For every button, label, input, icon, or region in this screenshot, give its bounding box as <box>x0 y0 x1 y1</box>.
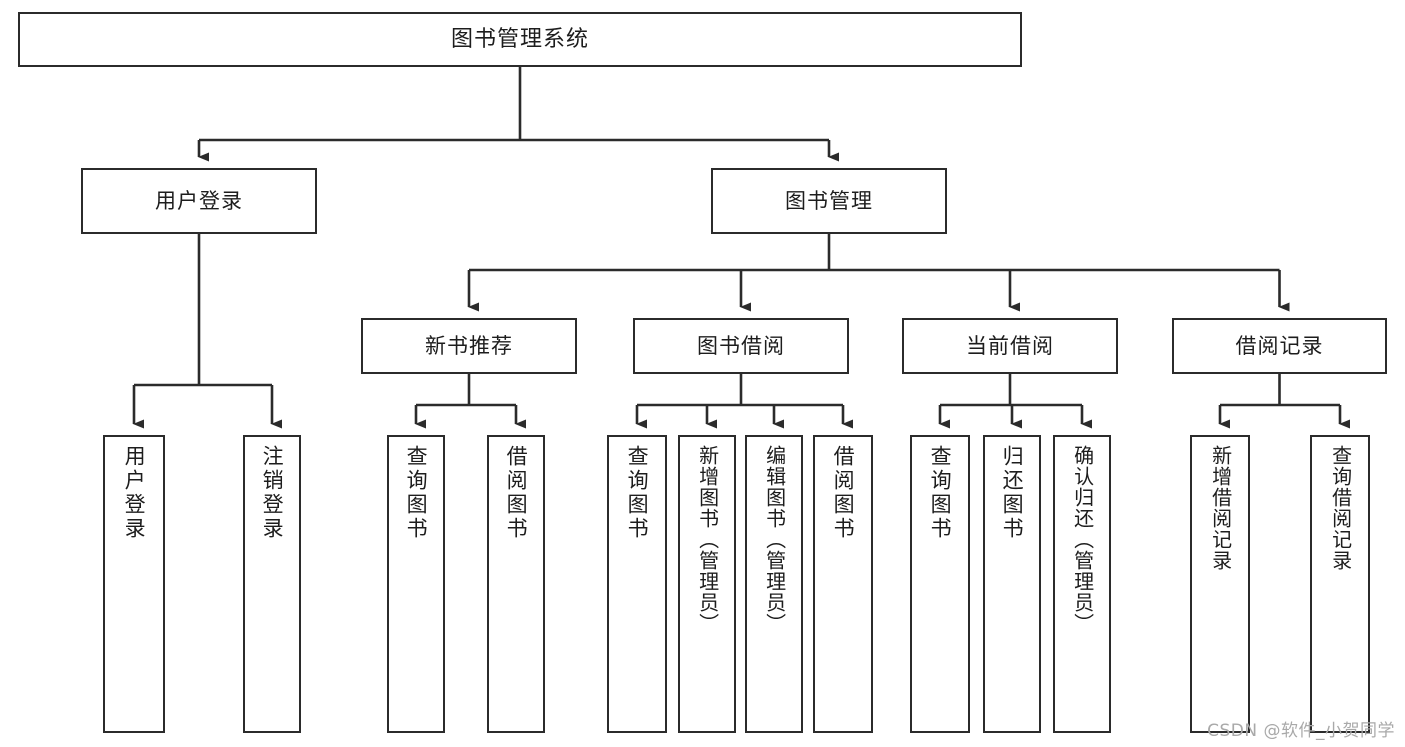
node-leaf-query-book-1[interactable]: 查询图书 <box>387 435 445 733</box>
node-leaf-add-book[interactable]: 新增图书（管理员） <box>678 435 736 733</box>
node-label: 查询借阅记录 <box>1328 445 1353 571</box>
node-leaf-logout[interactable]: 注销登录 <box>243 435 301 733</box>
node-label: 新增图书（管理员） <box>695 445 720 634</box>
node-leaf-edit-book[interactable]: 编辑图书（管理员） <box>745 435 803 733</box>
node-user-login[interactable]: 用户登录 <box>81 168 317 234</box>
node-new-book-rec[interactable]: 新书推荐 <box>361 318 577 374</box>
node-leaf-user-login[interactable]: 用户登录 <box>103 435 165 733</box>
node-label: 借阅图书 <box>831 445 856 541</box>
node-leaf-borrow-book-1[interactable]: 借阅图书 <box>487 435 545 733</box>
node-label: 图书管理 <box>785 188 873 213</box>
node-label: 用户登录 <box>155 188 243 213</box>
node-borrow-record[interactable]: 借阅记录 <box>1172 318 1387 374</box>
node-leaf-return-book[interactable]: 归还图书 <box>983 435 1041 733</box>
watermark: CSDN @软件_小贺同学 <box>1207 721 1395 741</box>
node-label: 当前借阅 <box>966 333 1054 358</box>
node-label: 新书推荐 <box>425 333 513 358</box>
node-leaf-query-book-3[interactable]: 查询图书 <box>910 435 970 733</box>
node-label: 注销登录 <box>260 445 285 541</box>
node-label: 借阅记录 <box>1235 333 1324 358</box>
node-leaf-add-record[interactable]: 新增借阅记录 <box>1190 435 1250 733</box>
node-label: 编辑图书（管理员） <box>762 445 787 634</box>
node-label: 查询图书 <box>625 445 650 541</box>
node-current-borrow[interactable]: 当前借阅 <box>902 318 1118 374</box>
node-label: 查询图书 <box>404 445 429 541</box>
node-label: 查询图书 <box>928 445 953 541</box>
node-label: 借阅图书 <box>504 445 529 541</box>
node-book-manage[interactable]: 图书管理 <box>711 168 947 234</box>
node-label: 确认归还（管理员） <box>1070 445 1095 634</box>
node-label: 图书管理系统 <box>450 26 589 52</box>
node-leaf-borrow-book-2[interactable]: 借阅图书 <box>813 435 873 733</box>
node-root[interactable]: 图书管理系统 <box>18 12 1022 67</box>
node-leaf-confirm-ret[interactable]: 确认归还（管理员） <box>1053 435 1111 733</box>
node-label: 归还图书 <box>1000 445 1025 541</box>
node-leaf-query-record[interactable]: 查询借阅记录 <box>1310 435 1370 733</box>
node-label: 用户登录 <box>122 445 147 541</box>
node-leaf-query-book-2[interactable]: 查询图书 <box>607 435 667 733</box>
node-label: 新增借阅记录 <box>1208 445 1233 571</box>
node-label: 图书借阅 <box>697 333 785 358</box>
node-book-borrow[interactable]: 图书借阅 <box>633 318 849 374</box>
